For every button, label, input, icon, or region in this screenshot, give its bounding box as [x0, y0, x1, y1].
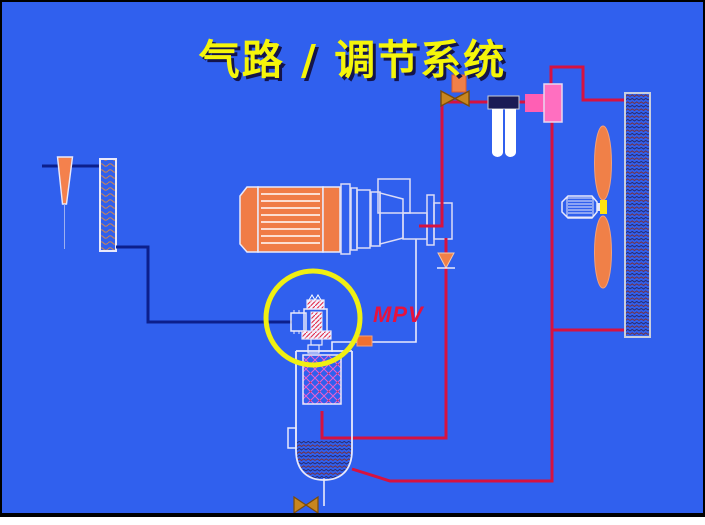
- check-valve-icon: [437, 252, 455, 270]
- page-title: 气路 / 调节系统: [198, 36, 507, 84]
- air-filter-icon: [99, 158, 117, 252]
- intake-cone-icon: [56, 156, 74, 249]
- frame-bottom-line: [0, 513, 705, 517]
- motor-icon: [239, 186, 341, 253]
- radiator-icon: [624, 92, 651, 338]
- control-line-white: [323, 239, 417, 506]
- frame-top: [0, 0, 705, 2]
- drain-valve-icon: [293, 495, 319, 515]
- footer-band: [0, 517, 705, 525]
- highlight-circle: [263, 268, 363, 368]
- connector-icon: [356, 335, 373, 347]
- fan-icon: [561, 125, 612, 289]
- oil-tank-icon: [287, 350, 353, 481]
- suction-line: [116, 245, 292, 324]
- line-filter-icon: [487, 95, 520, 157]
- muffler-icon: [525, 83, 563, 123]
- compressor-icon: [340, 178, 453, 255]
- frame-right: [703, 0, 705, 517]
- inlet-valve-icon: [440, 74, 470, 108]
- frame-left: [0, 0, 2, 517]
- discharge-piping: [320, 65, 626, 483]
- mpv-label: MPV: [373, 302, 424, 327]
- mpv-valve-icon: [290, 294, 332, 354]
